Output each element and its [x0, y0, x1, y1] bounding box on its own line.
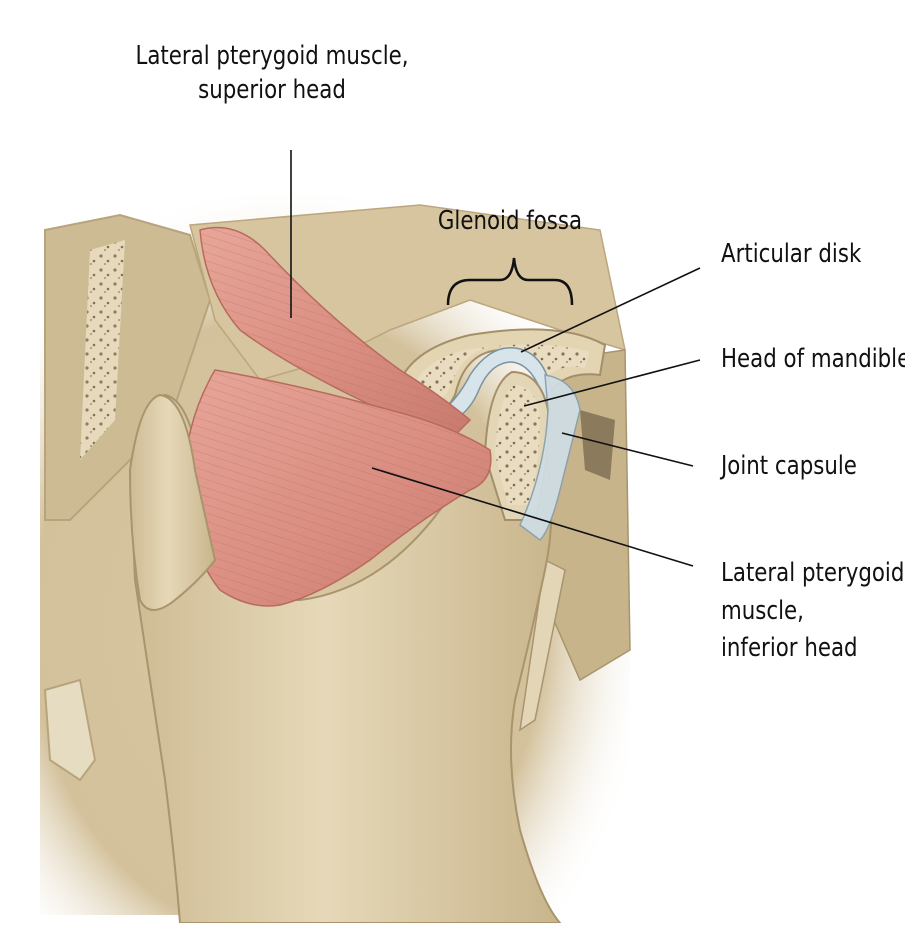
label-inferior-line-2: muscle,: [721, 593, 904, 631]
label-articular-disk: Articular disk: [721, 238, 861, 272]
label-head-of-mandible: Head of mandible: [721, 343, 905, 377]
label-glenoid-fossa-text: Glenoid fossa: [412, 205, 609, 239]
label-head-of-mandible-text: Head of mandible: [721, 343, 905, 377]
label-joint-capsule-text: Joint capsule: [721, 450, 857, 484]
label-inferior-line-1: Lateral pterygoid: [721, 555, 904, 593]
label-articular-disk-text: Articular disk: [721, 238, 861, 272]
label-lateral-pterygoid-inferior: Lateral pterygoid muscle, inferior head: [721, 555, 904, 668]
label-inferior-line-3: inferior head: [721, 630, 904, 668]
label-superior-line-2: superior head: [124, 74, 419, 108]
label-glenoid-fossa: Glenoid fossa: [412, 205, 609, 239]
label-joint-capsule: Joint capsule: [721, 450, 857, 484]
label-lateral-pterygoid-superior: Lateral pterygoid muscle, superior head: [124, 40, 419, 108]
label-superior-line-1: Lateral pterygoid muscle,: [124, 40, 419, 74]
